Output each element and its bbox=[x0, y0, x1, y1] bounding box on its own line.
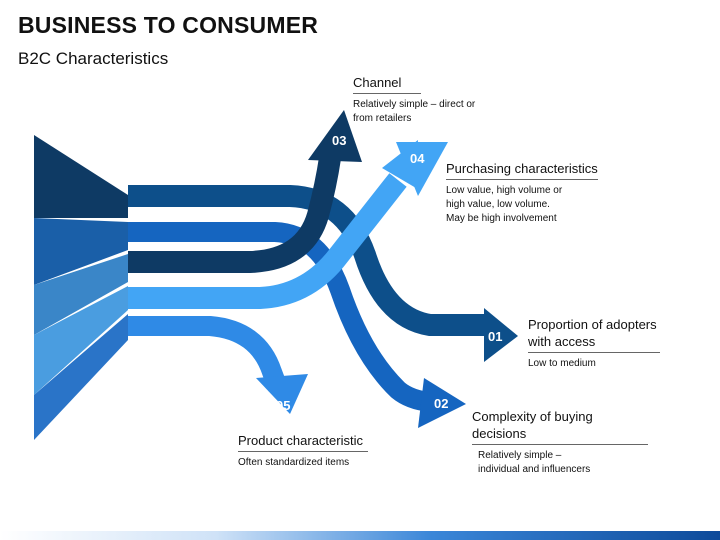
label-complexity: Complexity of buying decisions Relativel… bbox=[472, 408, 662, 477]
page-title: BUSINESS TO CONSUMER bbox=[18, 12, 319, 38]
label-heading: Purchasing characteristics bbox=[446, 160, 598, 180]
label-heading: Channel bbox=[353, 74, 421, 94]
label-proportion: Proportion of adopters with access Low t… bbox=[528, 316, 678, 371]
label-heading: Complexity of buying decisions bbox=[472, 408, 648, 445]
number-01: 01 bbox=[488, 329, 502, 344]
label-description: Relatively simple – individual and influ… bbox=[478, 450, 591, 475]
arrow-head-04-tip bbox=[396, 142, 448, 196]
label-description: Relatively simple – direct or from retai… bbox=[353, 99, 476, 124]
funnel-segment-3 bbox=[34, 254, 128, 335]
label-purchasing: Purchasing characteristics Low value, hi… bbox=[446, 160, 626, 226]
arrow-head-03 bbox=[308, 110, 362, 162]
band-03 bbox=[128, 156, 341, 273]
label-heading: Product characteristic bbox=[238, 432, 368, 452]
number-03: 03 bbox=[332, 133, 346, 148]
arrow-head-05 bbox=[256, 374, 308, 414]
number-04: 04 bbox=[410, 151, 425, 166]
label-channel: Channel Relatively simple – direct or fr… bbox=[353, 74, 513, 126]
label-description: Low value, high volume or high value, lo… bbox=[446, 185, 563, 224]
arrow-head-01 bbox=[484, 308, 518, 362]
band-05 bbox=[128, 316, 288, 392]
number-05: 05 bbox=[276, 398, 290, 413]
label-description: Often standardized items bbox=[238, 457, 350, 468]
funnel-segment-5 bbox=[34, 314, 128, 440]
label-description: Low to medium bbox=[528, 358, 596, 369]
bottom-gradient-bar bbox=[0, 531, 720, 540]
arrow-head-02 bbox=[418, 378, 466, 428]
label-product: Product characteristic Often standardize… bbox=[238, 432, 398, 470]
funnel-segment-1 bbox=[34, 135, 128, 218]
funnel-segment-2 bbox=[34, 218, 128, 285]
funnel-segment-4 bbox=[34, 286, 128, 395]
band-04 bbox=[128, 173, 407, 309]
label-heading: Proportion of adopters with access bbox=[528, 316, 660, 353]
number-02: 02 bbox=[434, 396, 448, 411]
page-subtitle: B2C Characteristics bbox=[18, 49, 169, 68]
